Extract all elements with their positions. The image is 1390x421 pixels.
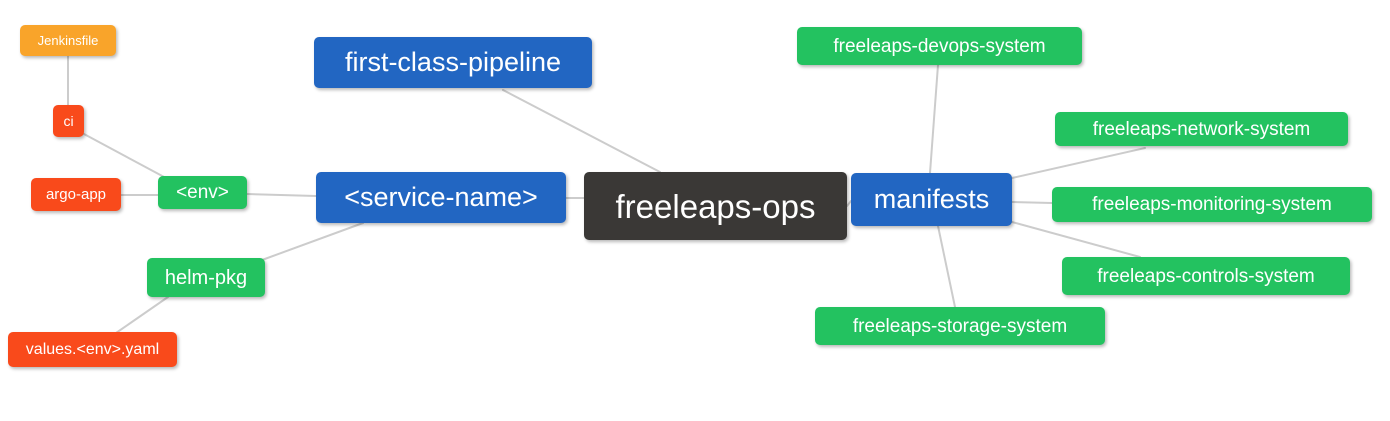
node-helm-pkg[interactable]: helm-pkg — [147, 258, 265, 297]
node-argo-app[interactable]: argo-app — [31, 178, 121, 211]
edge-manifests-monitoring — [1011, 201, 1053, 204]
node-jenkinsfile[interactable]: Jenkinsfile — [20, 25, 116, 56]
edge-manifests-storage — [937, 225, 956, 308]
node-freeleaps-devops-system[interactable]: freeleaps-devops-system — [797, 27, 1082, 65]
node-freeleaps-monitoring-system[interactable]: freeleaps-monitoring-system — [1052, 187, 1372, 222]
edge-env-service-name — [246, 193, 317, 197]
node-env[interactable]: <env> — [158, 176, 247, 209]
node-ci[interactable]: ci — [53, 105, 84, 137]
edge-manifests-network — [1011, 147, 1146, 179]
node-manifests[interactable]: manifests — [851, 173, 1012, 226]
node-freeleaps-controls-system[interactable]: freeleaps-controls-system — [1062, 257, 1350, 295]
edge-manifests-controls — [1011, 221, 1141, 258]
node-freeleaps-storage-system[interactable]: freeleaps-storage-system — [815, 307, 1105, 345]
edge-ci-env — [83, 133, 167, 179]
edge-pipeline-root — [502, 89, 661, 173]
edge-helm-pkg-values — [115, 296, 169, 334]
node-freeleaps-ops-root[interactable]: freeleaps-ops — [584, 172, 847, 240]
node-freeleaps-network-system[interactable]: freeleaps-network-system — [1055, 112, 1348, 146]
node-first-class-pipeline[interactable]: first-class-pipeline — [314, 37, 592, 88]
node-values-env-yaml[interactable]: values.<env>.yaml — [8, 332, 177, 367]
edge-manifests-devops — [929, 64, 939, 174]
node-service-name[interactable]: <service-name> — [316, 172, 566, 223]
edge-service-name-helm-pkg — [261, 222, 364, 261]
edge-root-manifests — [846, 200, 852, 207]
